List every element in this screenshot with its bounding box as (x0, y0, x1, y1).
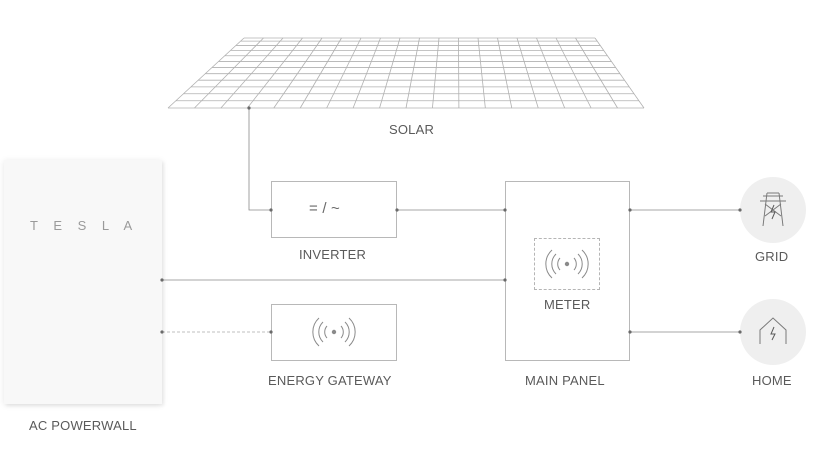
powerwall-brand: T E S L A (30, 218, 139, 233)
solar-grid-col (536, 37, 566, 109)
home-label: HOME (752, 373, 792, 388)
solar-grid-col (326, 37, 362, 109)
solar-grid-col (575, 37, 618, 109)
ac-powerwall-unit (4, 160, 162, 404)
solar-panel-icon (167, 37, 645, 109)
solar-grid-col (352, 37, 381, 109)
solar-grid-col (273, 37, 323, 109)
inverter-box (271, 181, 397, 238)
solar-grid-col (247, 37, 303, 109)
solar-grid-col (405, 37, 420, 109)
solar-grid-col (167, 37, 245, 109)
solar-to-inverter-line (248, 108, 271, 211)
solar-grid-col (220, 37, 284, 109)
solar-grid-col (299, 37, 342, 109)
solar-grid-col (555, 37, 592, 109)
main-panel-label: MAIN PANEL (525, 373, 605, 388)
grid-label: GRID (755, 249, 789, 264)
solar-grid-col (194, 37, 264, 109)
transmission-tower-icon (760, 192, 786, 227)
solar-label: SOLAR (389, 122, 435, 137)
inverter-label: INVERTER (299, 247, 367, 262)
home-circle (740, 299, 806, 365)
inverter-symbol: = / ~ (309, 200, 341, 217)
solar-grid-col (379, 37, 401, 109)
meter-label: METER (544, 297, 591, 312)
house-icon (759, 317, 787, 344)
energy-gateway-label: ENERGY GATEWAY (268, 373, 392, 388)
gateway-wireless-signal-icon (312, 317, 356, 347)
solar-grid-col (497, 37, 513, 109)
ac-powerwall-label: AC POWERWALL (29, 418, 137, 433)
solar-grid-col (516, 37, 539, 109)
meter-box (534, 238, 600, 290)
main-panel-box (505, 181, 630, 361)
wireless-signal-icon (545, 249, 589, 279)
solar-grid-col (432, 37, 440, 109)
solar-grid-col (477, 37, 486, 109)
solar-grid-col (594, 37, 645, 109)
connection-dots (160, 106, 742, 334)
connection-lines (162, 108, 740, 333)
